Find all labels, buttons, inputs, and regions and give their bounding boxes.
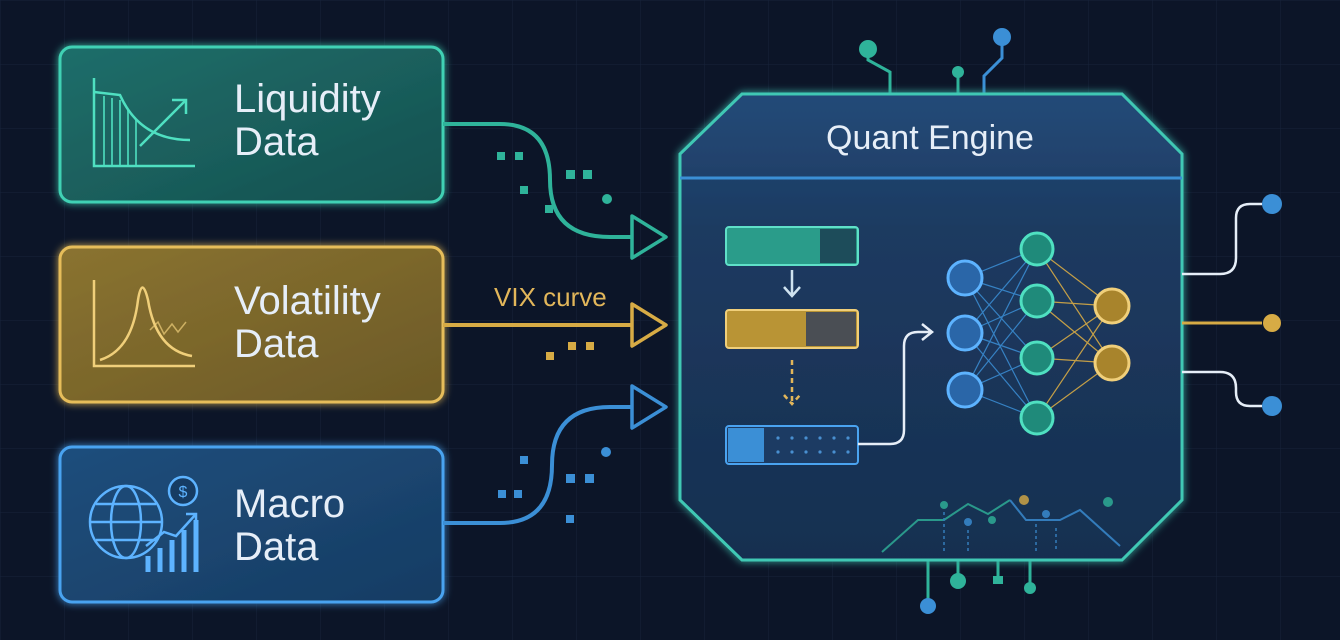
input-node-macro: $ Macro Data: [58, 445, 445, 604]
input-node-liquidity: Liquidity Data: [58, 45, 445, 204]
output-lines: [1182, 194, 1282, 416]
output-dot-gold: [1263, 314, 1281, 332]
pipeline-bar-teal: [725, 226, 859, 266]
engine-mini-chart-decoration: [881, 495, 1121, 553]
connector-dot: [920, 598, 936, 614]
globe-dollar-chart-icon: $: [88, 475, 199, 572]
connector-dot: [993, 576, 1003, 584]
pipeline-to-network-arrow: [858, 323, 935, 446]
edge-label-vix-curve: VIX curve: [494, 282, 607, 312]
input-label-macro-line1: Macro: [234, 482, 345, 526]
quant-engine-node: Quant Engine: [678, 28, 1184, 614]
edge-volatility-to-engine: VIX curve: [443, 282, 668, 360]
svg-text:$: $: [179, 484, 188, 501]
edge-macro-to-engine: [443, 384, 668, 525]
engine-title: Quant Engine: [826, 119, 1034, 157]
pipeline-bar-gold: [725, 309, 859, 349]
input-label-liquidity-line2: Data: [234, 120, 319, 164]
input-label-macro-line2: Data: [234, 525, 319, 569]
connector-dot: [859, 40, 877, 58]
output-dot-blue-bottom: [1262, 396, 1282, 416]
pipeline-arrow-down-icon: [783, 270, 801, 298]
edge-liquidity-to-engine: [443, 122, 668, 260]
neural-network-icon: [946, 231, 1131, 436]
connector-dot: [1024, 582, 1036, 594]
output-dot-blue-top: [1262, 194, 1282, 214]
volatility-curve-icon: [92, 280, 195, 368]
input-label-volatility-line1: Volatility: [234, 279, 381, 323]
pipeline-bar-blue: [725, 425, 859, 465]
pipeline-arrow-dashed-icon: [783, 360, 801, 406]
input-label-volatility-line2: Data: [234, 322, 319, 366]
connector-dot: [993, 28, 1011, 46]
input-label-liquidity-line1: Liquidity: [234, 77, 381, 121]
input-node-volatility: Volatility Data: [58, 245, 445, 404]
connector-dot: [950, 573, 966, 589]
connector-dot: [952, 66, 964, 78]
liquidity-chart-icon: [92, 78, 195, 168]
